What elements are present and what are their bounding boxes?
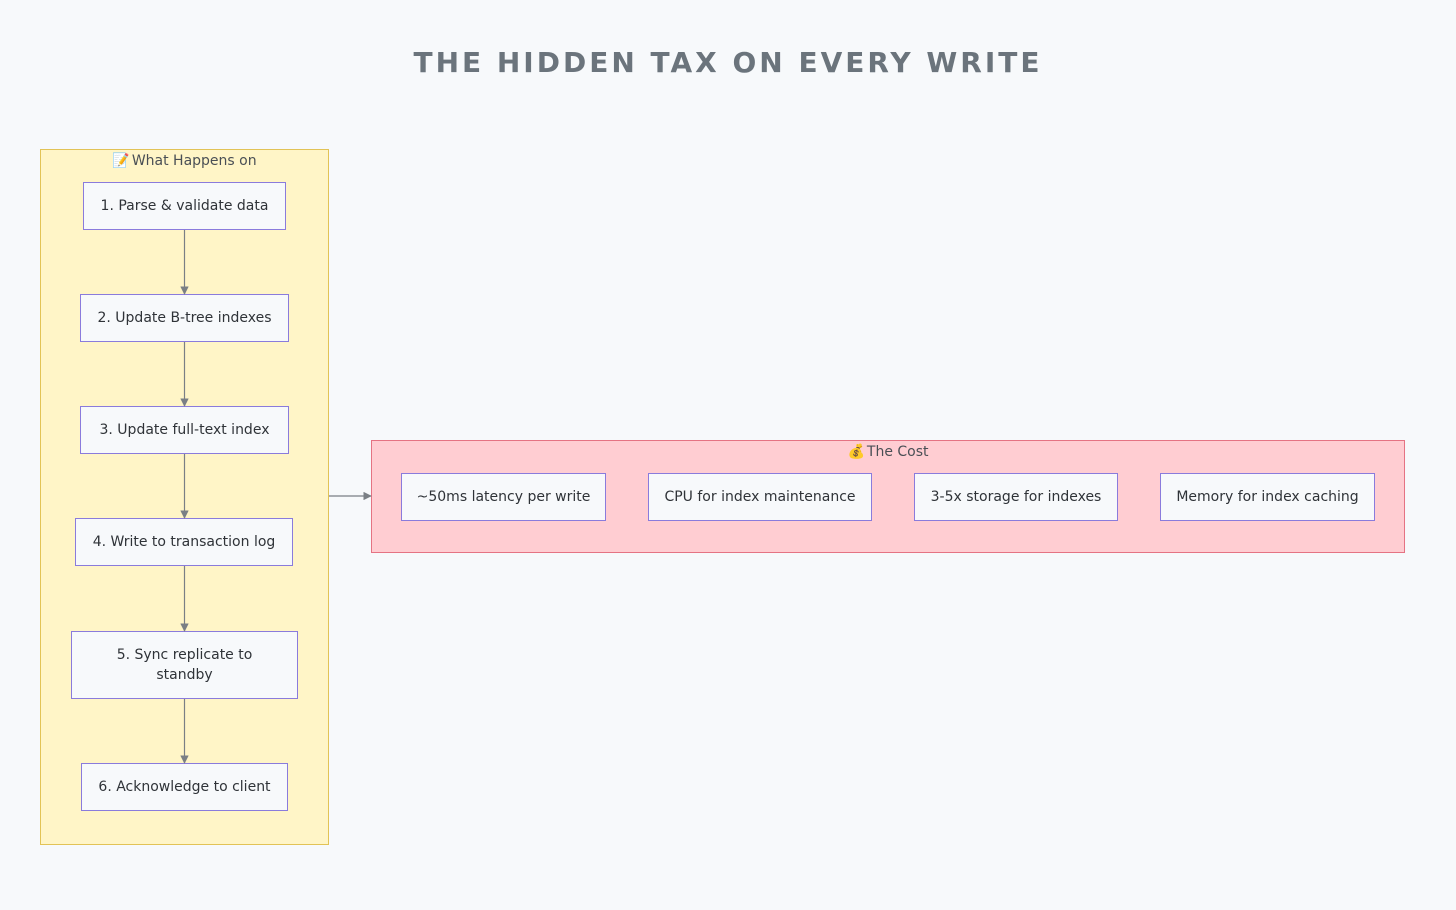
step-node-fulltext[interactable]: 3. Update full-text index	[80, 406, 289, 454]
cost-cluster-label: 💰The Cost	[372, 442, 1404, 462]
cost-node-latency[interactable]: ~50ms latency per write	[401, 473, 606, 521]
memo-icon: 📝	[112, 153, 130, 169]
steps-cluster: 📝What Happens on Each Insert	[40, 149, 329, 845]
page-title: THE HIDDEN TAX ON EVERY WRITE	[413, 46, 1043, 79]
steps-cluster-label: 📝What Happens on Each Insert	[41, 151, 328, 173]
step-node-parse[interactable]: 1. Parse & validate data	[83, 182, 286, 230]
step-node-btree[interactable]: 2. Update B-tree indexes	[80, 294, 289, 342]
step-node-sync[interactable]: 5. Sync replicate to standby	[71, 631, 298, 699]
cost-node-cpu[interactable]: CPU for index maintenance	[648, 473, 872, 521]
steps-cluster-title: What Happens on Each Insert	[131, 153, 257, 169]
money-bag-icon: 💰	[847, 444, 865, 460]
cost-cluster-title: The Cost	[866, 444, 929, 460]
cost-node-storage[interactable]: 3-5x storage for indexes	[914, 473, 1118, 521]
cost-node-memory[interactable]: Memory for index caching	[1160, 473, 1375, 521]
step-node-txlog[interactable]: 4. Write to transaction log	[75, 518, 293, 566]
step-node-ack[interactable]: 6. Acknowledge to client	[81, 763, 288, 811]
